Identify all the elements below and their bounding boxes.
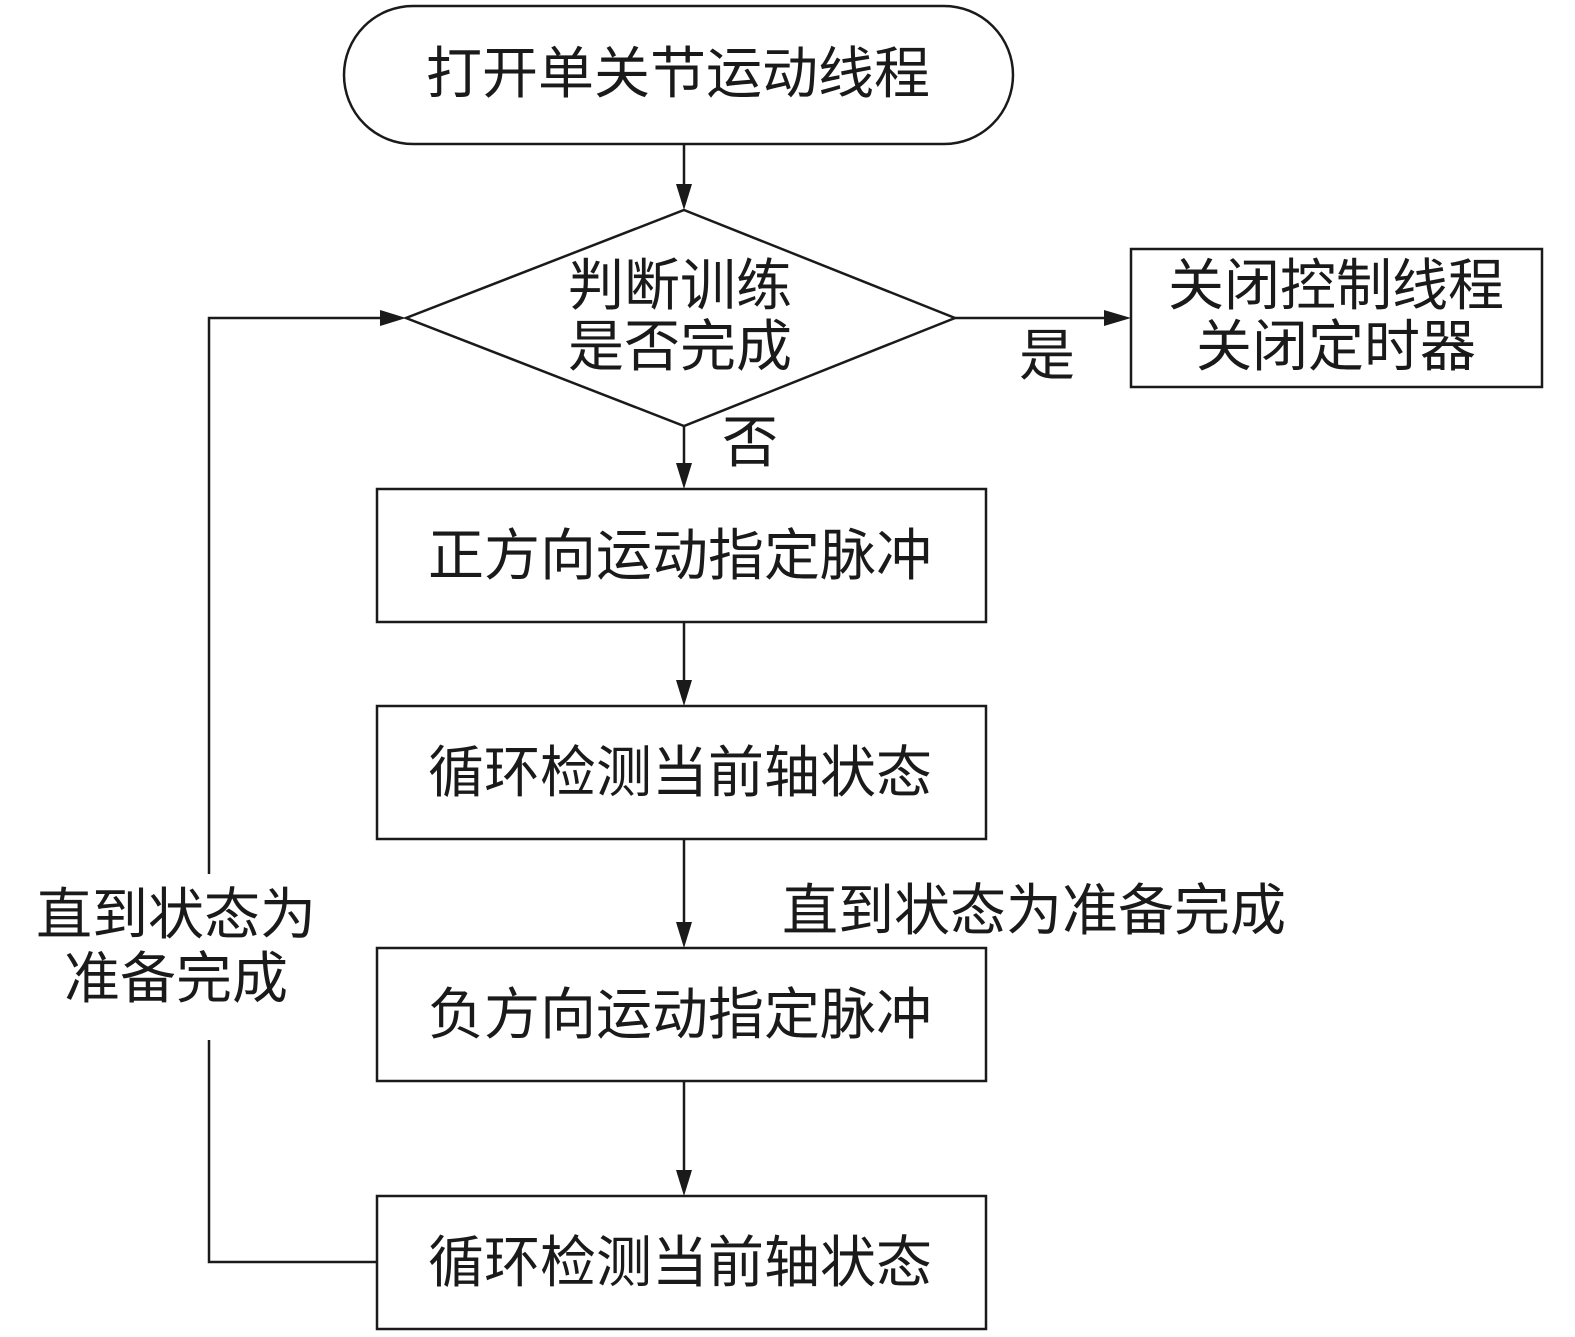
check-status-box-2: [375, 1194, 988, 1331]
arrowhead-decision-to-close: [1104, 310, 1131, 326]
no-label: 否: [722, 411, 778, 476]
check-status-label-1: 循环检测当前轴状态: [428, 741, 932, 806]
start-label: 打开单关节运动线程: [426, 42, 930, 107]
decision-label-line1: 判断训练: [568, 254, 792, 319]
loop-label-line2: 准备完成: [64, 947, 288, 1012]
close-thread-box: [1129, 247, 1544, 389]
arrowhead-start-to-decision: [676, 184, 692, 210]
close-box-label-line2: 关闭定时器: [1196, 315, 1476, 380]
loop-label-line1: 直到状态为: [36, 883, 316, 948]
arrowhead-forward-to-check1: [676, 680, 692, 706]
connector-loop-lower: [207, 1040, 377, 1264]
connector-loop-upper: [207, 316, 388, 874]
backward-pulse-box: [375, 946, 988, 1083]
arrowhead-backward-to-check2: [676, 1170, 692, 1196]
decision-label-line2: 是否完成: [568, 315, 792, 380]
arrowhead-check1-to-backward: [676, 922, 692, 948]
yes-label: 是: [1019, 324, 1075, 389]
backward-pulse-label: 负方向运动指定脉冲: [428, 983, 932, 1048]
check-status-box-1: [375, 704, 988, 841]
forward-pulse-label: 正方向运动指定脉冲: [428, 524, 932, 589]
until-ready-inline-label: 直到状态为准备完成: [782, 879, 1286, 944]
start-terminal: [342, 4, 1015, 146]
arrowhead-decision-to-forward: [676, 463, 692, 489]
check-status-label-2: 循环检测当前轴状态: [428, 1231, 932, 1296]
forward-pulse-box: [375, 487, 988, 624]
arrowhead-loop-to-decision: [380, 310, 406, 326]
close-box-label-line1: 关闭控制线程: [1168, 254, 1504, 319]
